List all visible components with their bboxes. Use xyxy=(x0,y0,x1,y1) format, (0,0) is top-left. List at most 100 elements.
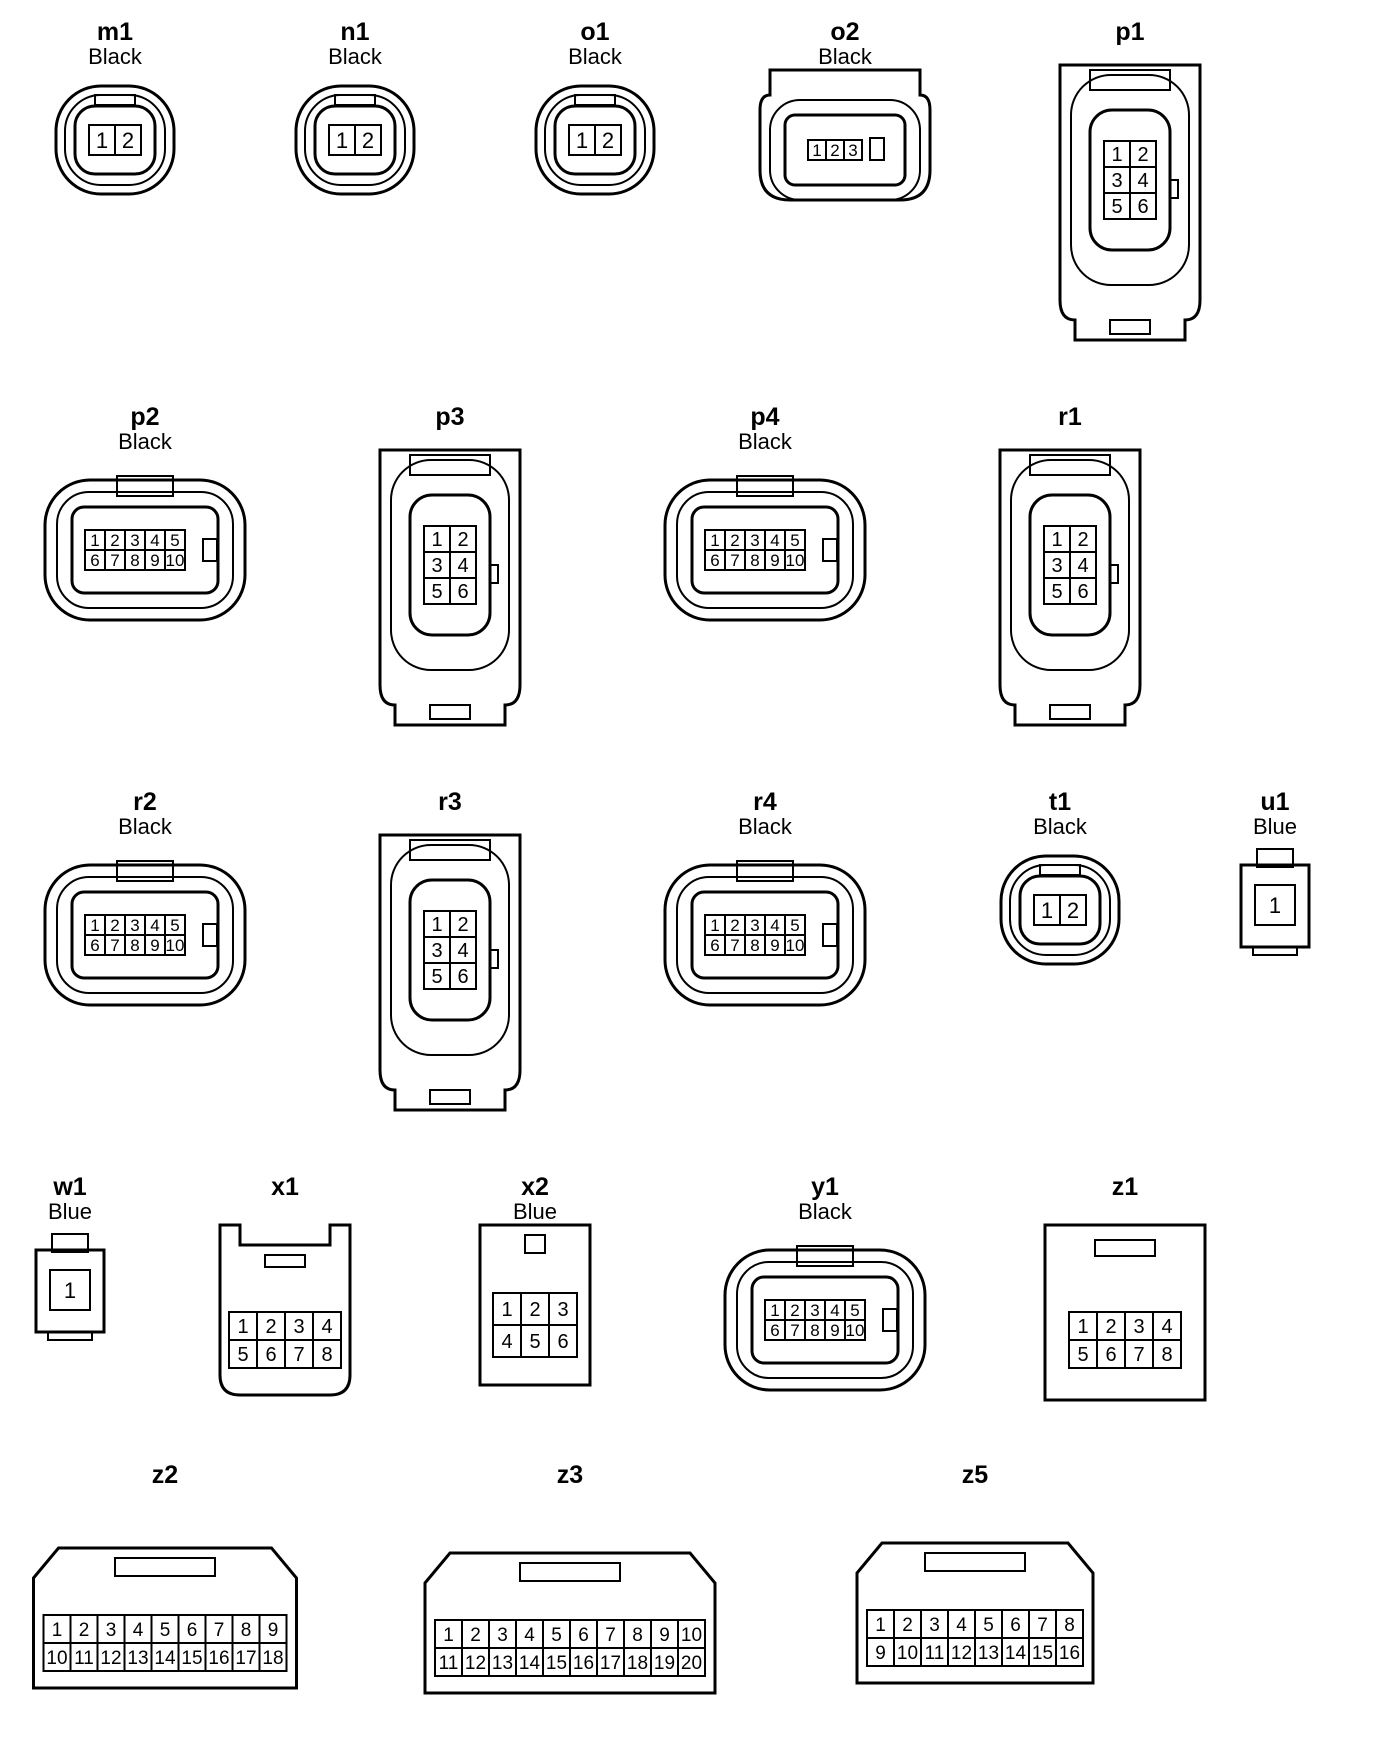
pin-cell xyxy=(542,1647,571,1677)
pin-number: 6 xyxy=(1010,1615,1021,1636)
pin-number: 1 xyxy=(90,916,99,935)
pin-cell xyxy=(1043,577,1071,605)
housing-outline xyxy=(218,1223,352,1397)
pin-number: 1 xyxy=(443,1625,454,1646)
latch xyxy=(736,475,794,497)
pin-cell xyxy=(1129,140,1157,168)
connector-color: Black xyxy=(1033,814,1087,839)
pin-number: 18 xyxy=(627,1653,648,1674)
connector-id: z3 xyxy=(556,1461,584,1489)
pin-cell xyxy=(1124,1339,1154,1369)
connector-color: Blue xyxy=(1252,814,1298,839)
pin-number: 5 xyxy=(551,1625,562,1646)
pin-number: 12 xyxy=(100,1648,121,1669)
pin-cell xyxy=(461,1647,490,1677)
pin-cell xyxy=(123,1614,153,1644)
pin-number: 7 xyxy=(1037,1615,1048,1636)
pin-cell xyxy=(69,1614,99,1644)
pin-number: 14 xyxy=(1005,1643,1027,1664)
connector-id: p1 xyxy=(1115,18,1145,46)
latch xyxy=(524,1234,546,1254)
pin-cell xyxy=(231,1614,261,1644)
pin-number: 4 xyxy=(1161,1316,1172,1338)
pin-cell xyxy=(1124,1311,1154,1341)
pin-number: 4 xyxy=(457,555,468,577)
pin-number: 1 xyxy=(770,1301,779,1320)
pin-number: 3 xyxy=(130,916,139,935)
latch xyxy=(116,475,174,497)
pin-number: 2 xyxy=(79,1620,90,1641)
pin-cell xyxy=(1069,551,1097,579)
connector-id: x1 xyxy=(271,1173,299,1201)
pin-number: 18 xyxy=(262,1648,283,1669)
pin-cell xyxy=(844,1319,866,1341)
pin-number: 6 xyxy=(770,1321,779,1340)
pin-number: 3 xyxy=(750,531,759,550)
pin-number: 5 xyxy=(850,1301,859,1320)
connector-id: u1 xyxy=(1260,788,1290,816)
connector-id: o2 xyxy=(830,18,860,46)
connector-id: p2 xyxy=(130,403,160,431)
key-slot xyxy=(202,538,218,562)
pin-number: 2 xyxy=(362,128,374,153)
connector-u1: u1 Blue 1 xyxy=(1220,790,1330,970)
connector-id: r1 xyxy=(1058,403,1082,431)
pin-cell xyxy=(449,936,477,964)
pin-number: 6 xyxy=(1105,1344,1116,1366)
housing-outline xyxy=(1058,63,1202,342)
pin-cell xyxy=(1043,551,1071,579)
connector-color: Black xyxy=(738,429,792,454)
connector-id: y1 xyxy=(811,1173,839,1201)
pin-number: 17 xyxy=(600,1653,621,1674)
housing-outline xyxy=(478,1223,592,1387)
pin-cell xyxy=(1055,1637,1084,1667)
pin-number: 6 xyxy=(90,551,99,570)
pin-number: 2 xyxy=(529,1299,540,1321)
pin-number: 7 xyxy=(730,936,739,955)
pin-number: 12 xyxy=(465,1653,486,1674)
pin-number: 5 xyxy=(170,916,179,935)
pin-cell xyxy=(434,1619,463,1649)
latch xyxy=(1039,864,1081,876)
pin-number: 3 xyxy=(1133,1316,1144,1338)
pin-number: 10 xyxy=(897,1643,918,1664)
pin-number: 7 xyxy=(110,551,119,570)
pin-number: 3 xyxy=(497,1625,508,1646)
pin-cell xyxy=(256,1339,286,1369)
pin-number: 4 xyxy=(321,1316,332,1338)
latch xyxy=(1029,454,1111,476)
pin-number: 2 xyxy=(830,141,839,160)
lock-tab xyxy=(47,1331,93,1341)
housing-outline xyxy=(378,833,522,1112)
connector-w1: w1 Blue 1 xyxy=(15,1175,125,1355)
pin-cell xyxy=(258,1642,288,1672)
pin-number: 1 xyxy=(1077,1316,1088,1338)
pin-cell xyxy=(96,1642,126,1672)
pin-number: 1 xyxy=(431,529,442,551)
housing-outline xyxy=(534,84,656,196)
pin-number: 2 xyxy=(1067,898,1079,923)
connector-color: Black xyxy=(118,814,172,839)
pin-number: 9 xyxy=(875,1643,886,1664)
pin-number: 5 xyxy=(431,581,442,603)
pin-cell xyxy=(1254,884,1296,926)
pin-number: 1 xyxy=(812,141,821,160)
pin-cell xyxy=(784,549,806,571)
housing-outline xyxy=(676,876,854,994)
pin-number: 5 xyxy=(983,1615,994,1636)
housing-outline xyxy=(1043,1223,1207,1402)
